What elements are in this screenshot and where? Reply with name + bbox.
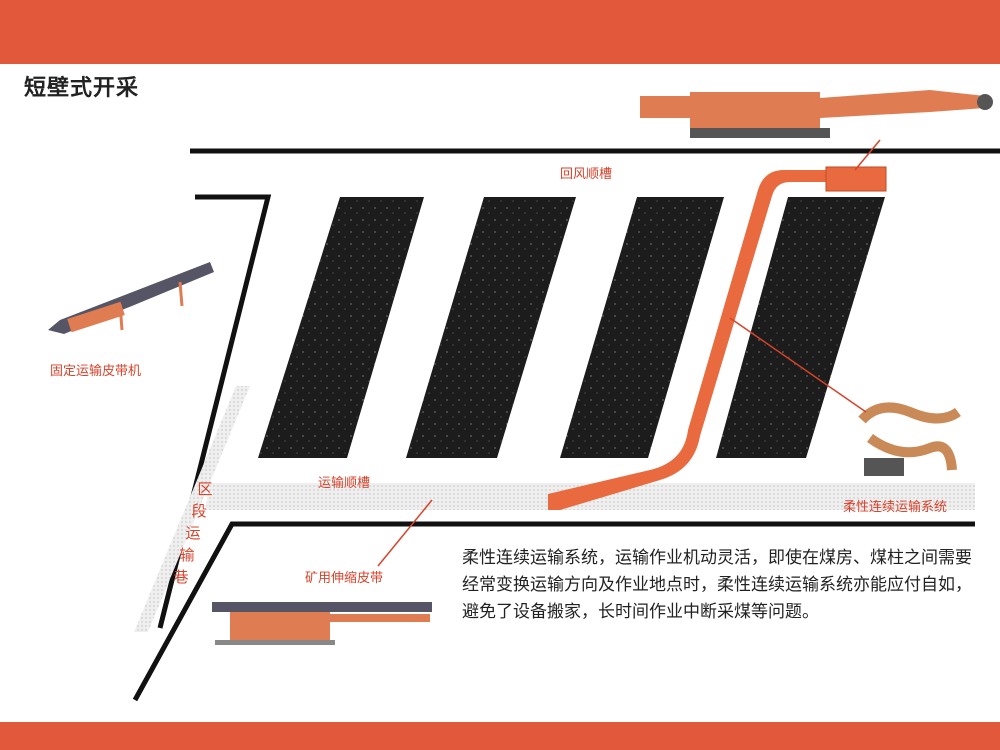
section-roadway-band — [134, 386, 250, 632]
coal-pillar-3 — [560, 197, 724, 458]
lower-roadway-wall — [132, 521, 975, 702]
page-title: 短壁式开采 — [24, 76, 140, 101]
coal-pillar-4 — [716, 197, 885, 458]
leader-flexible — [729, 317, 867, 413]
conveyor-head-unit — [825, 166, 887, 192]
section-roadway-char: 巷 — [173, 568, 189, 586]
fixed-belt-label: 固定运输皮带机 — [50, 364, 142, 379]
fixed-belt-conveyor-icon — [48, 262, 214, 334]
return-air-trough-label: 回风顺槽 — [560, 167, 613, 182]
flexible-conveyor-route — [548, 170, 826, 510]
section-roadway-char: 运 — [185, 524, 201, 542]
section-roadway-char: 段 — [191, 502, 207, 520]
mine-belt-label: 矿用伸缩皮带 — [305, 571, 384, 586]
continuous-miner-icon — [640, 90, 993, 138]
top-banner — [0, 0, 1000, 64]
transport-trough-label: 运输顺槽 — [318, 476, 371, 491]
leader-miner — [854, 139, 881, 171]
flexible-system-label: 柔性连续运输系统 — [843, 500, 948, 515]
coal-pillar-2 — [406, 197, 576, 458]
bottom-banner — [0, 722, 1000, 750]
leader-belt — [377, 499, 433, 567]
flexible-system-icon — [858, 402, 961, 476]
mine-belt-conveyor-icon — [212, 602, 432, 645]
description-text: 柔性连续运输系统，运输作业机动灵活，即使在煤房、煤柱之间需要经常变换运输方向及作… — [462, 548, 972, 622]
section-roadway-char: 输 — [179, 546, 195, 564]
section-roadway-char: 区 — [197, 480, 213, 498]
coal-pillar-1 — [258, 197, 424, 458]
